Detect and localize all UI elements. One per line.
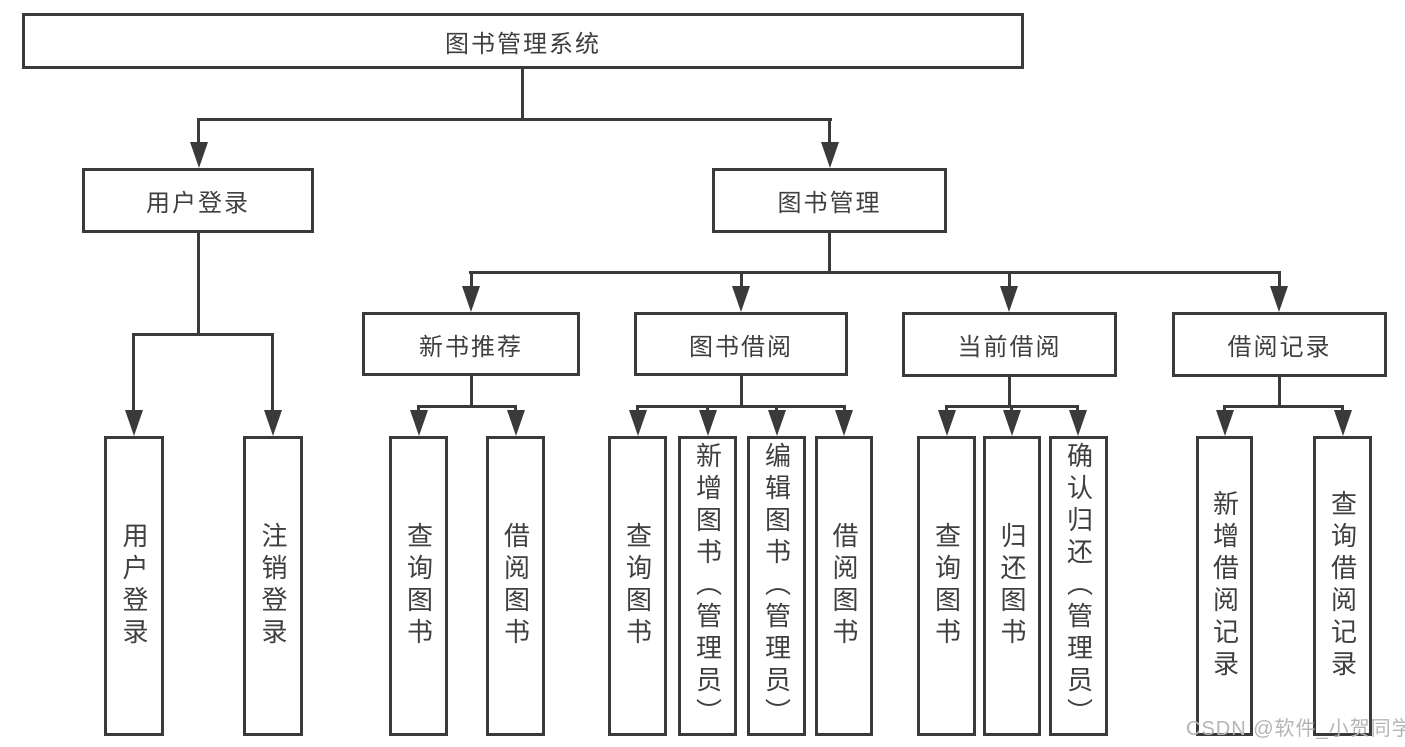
connector-root-drop-left	[197, 118, 200, 148]
connector-root-drop-right	[828, 118, 831, 148]
leaf-bb-borrow-books-label: 借阅图书	[829, 522, 859, 650]
connector-book-borrow-bar	[636, 405, 846, 408]
connector-book-borrow-trunk	[740, 376, 743, 408]
leaf-cb-confirm-return: 确认归还（管理员）	[1049, 436, 1108, 736]
connector-user-login-trunk	[197, 233, 200, 335]
connector-current-drop-2	[1010, 405, 1013, 414]
connector-book-mgmt-drop-4	[1278, 271, 1281, 290]
connector-current-drop-1	[945, 405, 948, 414]
connector-current-drop-3	[1076, 405, 1079, 414]
leaf-bb-borrow-books: 借阅图书	[815, 436, 873, 736]
arrowhead-down-icon	[835, 410, 853, 436]
leaf-nb-borrow-books-label: 借阅图书	[500, 522, 531, 650]
leaf-cb-confirm-return-label: 确认归还（管理员）	[1063, 442, 1094, 730]
connector-book-mgmt-drop-1	[470, 271, 473, 290]
watermark: CSDN @软件_小贺同学	[1186, 718, 1405, 740]
connector-book-borrow-drop-3	[775, 405, 778, 414]
arrowhead-down-icon	[1334, 410, 1352, 436]
connector-records-drop-1	[1223, 405, 1226, 414]
arrowhead-down-icon	[410, 410, 428, 436]
leaf-nb-query-books-label: 查询图书	[403, 522, 434, 650]
connector-book-borrow-drop-1	[636, 405, 639, 414]
arrowhead-down-icon	[1003, 410, 1021, 436]
node-user-login: 用户登录	[82, 168, 314, 233]
arrowhead-down-icon	[1000, 286, 1018, 312]
arrowhead-down-icon	[938, 410, 956, 436]
leaf-logout: 注销登录	[243, 436, 303, 736]
node-book-borrow-label: 图书借阅	[689, 333, 793, 361]
arrowhead-down-icon	[1270, 286, 1288, 312]
leaf-br-add-record-label: 新增借阅记录	[1209, 490, 1240, 682]
arrowhead-down-icon	[699, 410, 717, 436]
connector-current-trunk	[1008, 376, 1011, 408]
connector-book-mgmt-drop-2	[740, 271, 743, 290]
arrowhead-down-icon	[264, 410, 282, 436]
connector-new-book-trunk	[470, 376, 473, 408]
leaf-cb-return-books-label: 归还图书	[997, 522, 1027, 650]
leaf-bb-edit-books: 编辑图书（管理员）	[747, 436, 806, 736]
leaf-bb-query-books: 查询图书	[608, 436, 667, 736]
node-root: 图书管理系统	[22, 13, 1024, 69]
connector-user-login-drop-left	[132, 333, 135, 413]
leaf-nb-query-books: 查询图书	[389, 436, 448, 736]
node-borrow-records: 借阅记录	[1172, 312, 1387, 377]
arrowhead-down-icon	[821, 142, 839, 168]
node-book-mgmt: 图书管理	[712, 168, 947, 233]
node-new-book-recommend: 新书推荐	[362, 312, 580, 376]
leaf-user-login-label: 用户登录	[119, 522, 149, 650]
connector-new-book-bar	[417, 405, 517, 408]
leaf-br-query-record-label: 查询借阅记录	[1327, 490, 1358, 682]
node-root-label: 图书管理系统	[445, 30, 601, 58]
node-book-borrow: 图书借阅	[634, 312, 848, 376]
leaf-br-add-record: 新增借阅记录	[1196, 436, 1253, 736]
leaf-br-query-record: 查询借阅记录	[1313, 436, 1372, 736]
leaf-bb-edit-books-label: 编辑图书（管理员）	[761, 442, 792, 730]
arrowhead-down-icon	[768, 410, 786, 436]
arrowhead-down-icon	[190, 142, 208, 168]
leaf-cb-query-books: 查询图书	[917, 436, 976, 736]
connector-book-borrow-drop-4	[843, 405, 846, 414]
leaf-bb-add-books: 新增图书（管理员）	[678, 436, 737, 736]
node-current-borrow-label: 当前借阅	[957, 334, 1062, 361]
leaf-user-login: 用户登录	[104, 436, 164, 736]
connector-root-bar	[197, 118, 832, 121]
connector-book-borrow-drop-2	[706, 405, 709, 414]
arrowhead-down-icon	[1069, 410, 1087, 436]
node-borrow-records-label: 借阅记录	[1227, 334, 1332, 361]
leaf-logout-label: 注销登录	[258, 522, 288, 650]
connector-book-mgmt-trunk	[828, 233, 831, 274]
arrowhead-down-icon	[1216, 410, 1234, 436]
connector-user-login-bar	[132, 333, 274, 336]
arrowhead-down-icon	[507, 410, 525, 436]
leaf-bb-query-books-label: 查询图书	[622, 522, 653, 650]
node-book-mgmt-label: 图书管理	[777, 190, 882, 217]
connector-records-bar	[1223, 405, 1344, 408]
arrowhead-down-icon	[462, 286, 480, 312]
node-current-borrow: 当前借阅	[902, 312, 1117, 377]
connector-records-drop-2	[1341, 405, 1344, 414]
leaf-cb-return-books: 归还图书	[983, 436, 1041, 736]
connector-book-mgmt-drop-3	[1008, 271, 1011, 290]
arrowhead-down-icon	[629, 410, 647, 436]
connector-root-trunk	[521, 67, 524, 120]
connector-new-book-drop-1	[417, 405, 420, 414]
connector-book-mgmt-bar	[469, 271, 1281, 274]
leaf-nb-borrow-books: 借阅图书	[486, 436, 545, 736]
node-user-login-label: 用户登录	[146, 190, 250, 217]
leaf-cb-query-books-label: 查询图书	[931, 522, 962, 650]
connector-user-login-drop-right	[271, 333, 274, 413]
arrowhead-down-icon	[125, 410, 143, 436]
connector-new-book-drop-2	[514, 405, 517, 414]
leaf-bb-add-books-label: 新增图书（管理员）	[692, 442, 723, 730]
node-new-book-recommend-label: 新书推荐	[419, 333, 523, 361]
connector-records-trunk	[1278, 377, 1281, 408]
arrowhead-down-icon	[732, 286, 750, 312]
